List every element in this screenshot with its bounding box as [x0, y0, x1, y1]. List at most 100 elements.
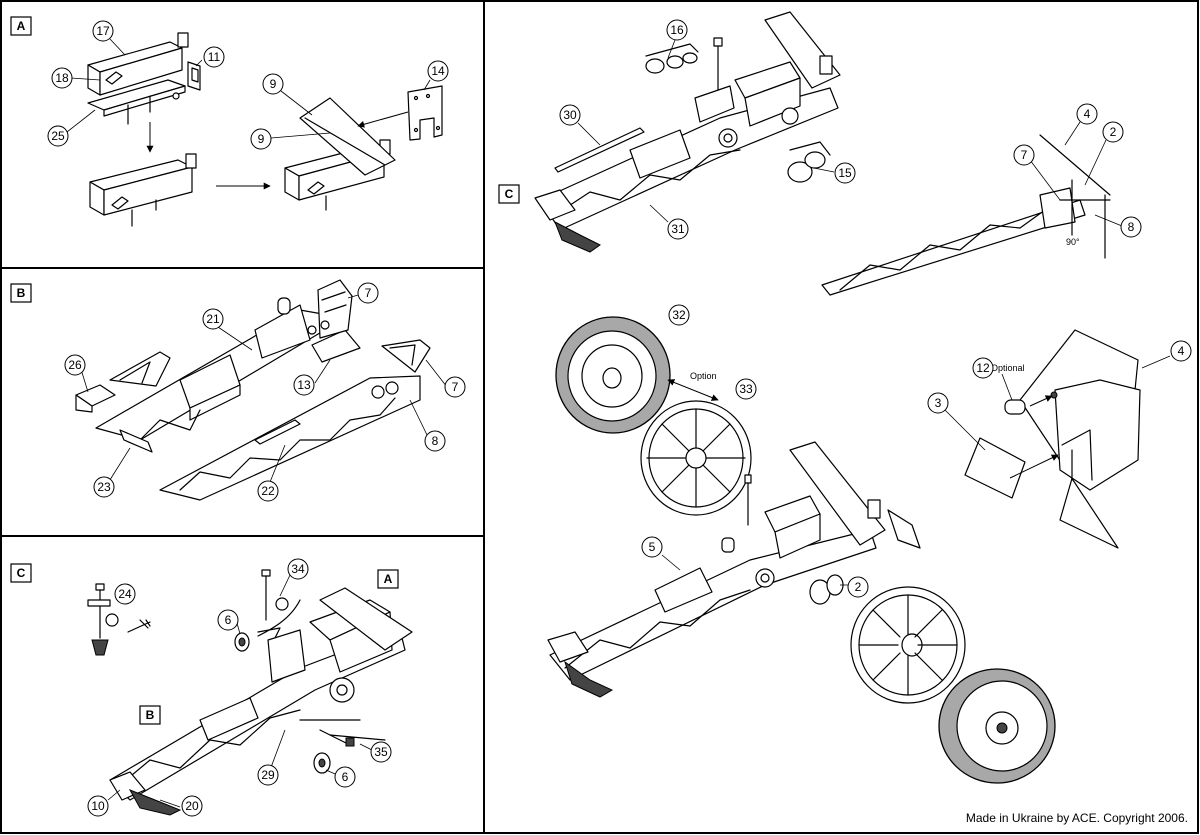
wheel-tire-lower [938, 668, 1056, 784]
part-6-knob [234, 632, 250, 652]
svg-text:7: 7 [452, 380, 459, 394]
svg-text:B: B [17, 286, 26, 300]
part-11-bracket [187, 61, 201, 91]
svg-text:11: 11 [208, 50, 221, 64]
svg-text:35: 35 [374, 745, 388, 759]
upper-chassis [534, 11, 841, 253]
part-8-angled-rail [821, 134, 1111, 296]
svg-text:C: C [505, 187, 514, 201]
svg-text:8: 8 [432, 434, 439, 448]
svg-text:32: 32 [672, 308, 686, 322]
angle-note: 90° [1066, 237, 1080, 247]
callout: 24 [114, 583, 136, 605]
part-16-valves [645, 37, 723, 91]
svg-text:4: 4 [1178, 344, 1185, 358]
callout: 31 [667, 218, 689, 240]
svg-text:10: 10 [91, 799, 105, 813]
svg-text:7: 7 [365, 286, 372, 300]
option-note: Option [690, 371, 717, 381]
callout: 18 [51, 67, 73, 89]
callout: 3 [927, 392, 949, 414]
svg-text:33: 33 [739, 382, 753, 396]
panel-c-main-leaders [577, 39, 1171, 586]
part-17-box [87, 32, 189, 96]
svg-text:29: 29 [261, 768, 275, 782]
svg-text:26: 26 [68, 358, 82, 372]
callout: 7 [1013, 144, 1035, 166]
callout: 9 [250, 128, 272, 150]
callout: 30 [559, 104, 581, 126]
callout: 16 [666, 19, 688, 41]
svg-text:14: 14 [431, 64, 445, 78]
svg-text:20: 20 [185, 799, 199, 813]
callout: 11 [203, 46, 225, 68]
part-22-rail [159, 375, 421, 501]
part-7-triangle [381, 339, 431, 373]
svg-text:3: 3 [935, 396, 942, 410]
callout: 12 [972, 357, 994, 379]
callout: 2 [847, 576, 869, 598]
callout: 26 [64, 354, 86, 376]
callout: 23 [93, 476, 115, 498]
optional-note: Optional [991, 363, 1025, 373]
part-6-knob [313, 752, 331, 774]
callout: 2 [1102, 121, 1124, 143]
part-26-bracket [75, 351, 171, 413]
callout: 14 [427, 60, 449, 82]
panel-c-small-leaders [107, 574, 373, 808]
svg-text:31: 31 [671, 222, 685, 236]
svg-text:24: 24 [118, 587, 132, 601]
svg-text:30: 30 [563, 108, 577, 122]
panel-a: A [10, 16, 449, 227]
svg-text:22: 22 [261, 484, 275, 498]
assembled-box-lower [89, 153, 197, 227]
svg-text:A: A [17, 19, 26, 33]
part-15-cylinders [787, 141, 831, 183]
part-23-arm [119, 429, 153, 453]
callout: 13 [293, 374, 315, 396]
part-30-rod [554, 127, 645, 173]
svg-text:15: 15 [838, 166, 852, 180]
assembled-chassis-small [109, 587, 413, 816]
callout: 29 [257, 764, 279, 786]
svg-text:13: 13 [297, 378, 311, 392]
panel-a-leaders [66, 38, 431, 139]
part-12-3-4-plates [964, 329, 1141, 549]
svg-text:C: C [17, 566, 26, 580]
callout: 8 [1120, 216, 1142, 238]
callout: 32 [668, 304, 690, 326]
svg-text:8: 8 [1128, 220, 1135, 234]
wheel-33-spoked [640, 400, 752, 516]
part-14-plate [407, 85, 443, 141]
callout: 5 [641, 536, 663, 558]
callout: 9 [262, 73, 284, 95]
svg-text:21: 21 [206, 312, 220, 326]
assembled-box-with-plate [284, 97, 396, 211]
callout: 7 [444, 376, 466, 398]
panel-c-small: C A B [10, 558, 413, 817]
part-24-valve [87, 583, 151, 656]
part-34-rod [257, 569, 301, 649]
callout: 8 [424, 430, 446, 452]
callout: 4 [1076, 103, 1098, 125]
panel-c-main: C [498, 11, 1192, 784]
callout: 17 [92, 20, 114, 42]
svg-text:A: A [384, 572, 393, 586]
svg-text:9: 9 [258, 132, 265, 146]
callout: 4 [1170, 340, 1192, 362]
ref-label-a: A [377, 569, 399, 589]
panel-a-label: A [10, 16, 32, 36]
svg-text:2: 2 [1110, 125, 1117, 139]
wheel-spoked-lower [850, 586, 966, 704]
svg-text:2: 2 [855, 580, 862, 594]
svg-text:17: 17 [96, 24, 110, 38]
ref-label-b: B [139, 705, 161, 725]
svg-text:4: 4 [1084, 107, 1091, 121]
panel-c-main-label: C [498, 184, 520, 204]
svg-text:34: 34 [291, 562, 305, 576]
callout: 10 [87, 795, 109, 817]
panel-b-label: B [10, 283, 32, 303]
part-35-rod [329, 734, 386, 747]
svg-text:23: 23 [97, 480, 111, 494]
